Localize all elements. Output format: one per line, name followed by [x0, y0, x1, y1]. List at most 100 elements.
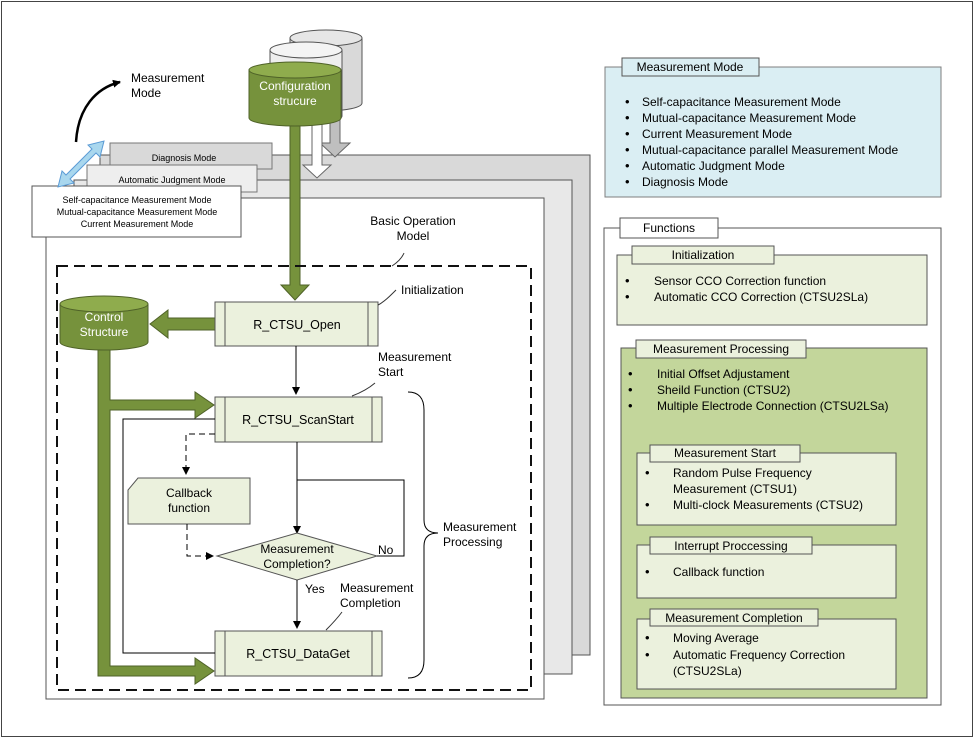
open-label: R_CTSU_Open: [253, 318, 341, 332]
start-subpanel-tab: [649, 444, 801, 463]
mode-bullet: •: [625, 174, 630, 189]
functions-panel-tab: [619, 217, 719, 239]
completion-item-1: Moving Average: [673, 631, 759, 645]
processing-bullet: •: [628, 382, 633, 397]
data-get-label: R_CTSU_DataGet: [246, 647, 350, 661]
scan-start-label: R_CTSU_ScanStart: [242, 413, 354, 427]
measurement-completion-label-2: Completion: [340, 596, 401, 610]
completion-bullet: •: [645, 647, 650, 662]
mode-bullet: •: [625, 110, 630, 125]
mode-bullet: •: [625, 142, 630, 157]
mode-panel-title: Measurement Mode: [637, 60, 744, 74]
measurement-start-leader: [351, 382, 376, 397]
completion-title: Measurement Completion: [665, 611, 802, 625]
measurement-mode-label-2: Mode: [131, 86, 161, 100]
completion-item-2-line-2: (CTSU2SLa): [673, 664, 742, 678]
config-cylinder-back-1-top: [269, 41, 343, 59]
mode-item-2: Mutual-capacitance Measurement Mode: [642, 111, 856, 125]
measurement-start-label-2: Start: [378, 365, 404, 379]
completion-subpanel-tab: [649, 608, 819, 627]
measurement-processing-label-1: Measurement: [443, 520, 517, 534]
basic-operation-boundary: [56, 265, 532, 691]
mode-item-6: Diagnosis Mode: [642, 175, 728, 189]
mode-item-4: Mutual-capacitance parallel Measurement …: [642, 143, 898, 157]
start-bullet: •: [645, 465, 650, 480]
mode-item-1: Self-capacitance Measurement Mode: [642, 95, 841, 109]
measurement-processing-label-2: Processing: [443, 535, 502, 549]
init-title: Initialization: [672, 248, 735, 262]
mode-bullet: •: [625, 94, 630, 109]
front-mode-2: Mutual-capacitance Measurement Mode: [57, 207, 218, 217]
control-structure-label-2: Structure: [80, 325, 129, 339]
front-modes-card: [31, 185, 242, 238]
initialization-label: Initialization: [401, 283, 464, 297]
no-loop-line: [297, 479, 405, 557]
measurement-mode-label-1: Measurement: [131, 71, 205, 85]
processing-bullet: •: [628, 366, 633, 381]
processing-item-1: Initial Offset Adjustament: [657, 367, 790, 381]
mode-list: • Self-capacitance Measurement Mode • Mu…: [625, 94, 898, 189]
config-cylinder-top: [248, 61, 342, 79]
data-get-box: [214, 630, 383, 677]
init-item-1: Sensor CCO Correction function: [654, 274, 826, 288]
return-loop-line: [122, 418, 215, 654]
no-label: No: [378, 543, 394, 557]
basic-op-leader: [391, 252, 405, 267]
init-item-2: Automatic CCO Correction (CTSU2SLa): [654, 290, 868, 304]
start-item-1-line-2: Measurement (CTSU1): [673, 482, 797, 496]
callback-label-1: Callback: [166, 486, 213, 500]
decision-label-2: Completion?: [263, 557, 331, 571]
measurement-completion-leader: [325, 611, 343, 631]
mode-item-5: Automatic Judgment Mode: [642, 159, 785, 173]
auto-judgment-mode-label: Automatic Judgment Mode: [118, 175, 225, 185]
config-arrow-gray-2: [318, 119, 352, 158]
basic-op-label-2: Model: [397, 229, 430, 243]
mode-switch-double-arrow: [57, 140, 105, 188]
init-panel-tab: [631, 245, 775, 265]
processing-item-2: Sheild Function (CTSU2): [657, 383, 790, 397]
interrupt-bullet: •: [645, 564, 650, 579]
scan-to-callback-arrow: [182, 433, 215, 475]
control-distribution-arrow: [97, 349, 215, 685]
control-structure-top: [59, 295, 149, 313]
callback-box: [127, 477, 251, 525]
processing-item-3: Multiple Electrode Connection (CTSU2LSa): [657, 399, 888, 413]
config-arrow-gray-1: [301, 119, 333, 179]
decision-label-1: Measurement: [260, 542, 334, 556]
start-item-2: Multi-clock Measurements (CTSU2): [673, 498, 863, 512]
yes-label: Yes: [305, 582, 325, 596]
mode-panel-tab: [621, 57, 760, 77]
mode-bullet: •: [625, 126, 630, 141]
processing-bullet: •: [628, 398, 633, 413]
basic-op-label-1: Basic Operation: [370, 214, 455, 228]
config-to-open-arrow: [279, 125, 311, 301]
init-panel: [616, 254, 928, 326]
init-bullet: •: [625, 273, 630, 288]
config-label-2: strucure: [273, 94, 317, 108]
diagnosis-mode-label: Diagnosis Mode: [152, 153, 217, 163]
start-title: Measurement Start: [674, 446, 777, 460]
callback-label-2: function: [168, 501, 210, 515]
processing-brace: [407, 391, 439, 679]
config-label-1: Configuration: [259, 79, 330, 93]
callback-to-decision-arrow: [186, 524, 214, 560]
measurement-completion-label-1: Measurement: [340, 581, 414, 595]
start-item-1-line-1: Random Pulse Frequency: [673, 466, 812, 480]
front-mode-1: Self-capacitance Measurement Mode: [62, 195, 211, 205]
functions-title: Functions: [643, 221, 695, 235]
init-bullet: •: [625, 289, 630, 304]
open-to-control-arrow: [149, 308, 216, 340]
initialization-leader: [377, 289, 397, 306]
processing-panel-tab: [635, 339, 807, 359]
start-bullet: •: [645, 497, 650, 512]
interrupt-title: Interrupt Proccessing: [674, 539, 787, 553]
interrupt-item-1: Callback function: [673, 565, 764, 579]
completion-subpanel: [636, 618, 897, 690]
control-structure-label-1: Control: [85, 310, 124, 324]
mode-item-3: Current Measurement Mode: [642, 127, 792, 141]
mode-panel: [604, 66, 942, 198]
start-subpanel: [636, 452, 897, 526]
mode-bullet: •: [625, 158, 630, 173]
front-mode-3: Current Measurement Mode: [81, 219, 194, 229]
